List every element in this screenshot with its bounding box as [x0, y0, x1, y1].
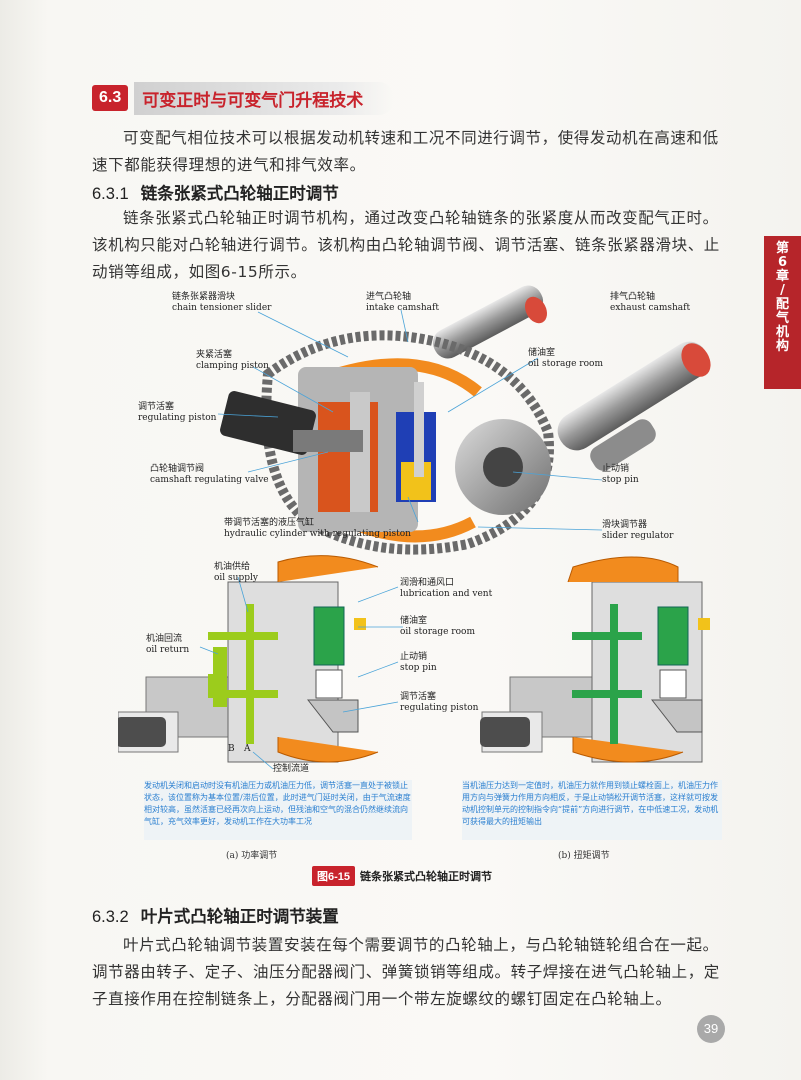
caption-torque-regulation: 当机油压力达到一定值时，机油压力就作用到锁止螺栓面上，机油压力作用方向与弹簧力作…: [462, 780, 722, 840]
leader-lines: [217, 309, 603, 531]
subcaption-b: (b) 扭矩调节: [558, 851, 610, 861]
chapter-side-tab: 第 6 章 / 配 气 机 构: [764, 236, 801, 389]
caption-power-regulation: 发动机关闭和启动时没有机油压力或机油压力低，调节活塞一直处于被锁止状态，该位置称…: [144, 780, 412, 840]
label-b: B: [228, 744, 235, 754]
exhaust-camshaft: [557, 341, 711, 471]
regulating-valve: [220, 391, 363, 455]
paragraph-1: 链条张紧式凸轮轴正时调节机构，通过改变凸轮轴链条的张紧度从而改变配气正时。该机构…: [92, 209, 720, 281]
chain-and-sprockets: [261, 330, 554, 555]
subcaption-a: (a) 功率调节: [226, 851, 278, 861]
subsection-number: 6.3.1: [92, 185, 129, 203]
mechanism-illustration: [118, 285, 711, 770]
tab-char: 第: [775, 241, 789, 256]
schematic-b: [480, 556, 710, 763]
subsection-title: 叶片式凸轮轴正时调节装置: [140, 907, 339, 926]
figure-caption: 图6-15 链条张紧式凸轮轴正时调节: [312, 866, 492, 886]
subsection-heading-2: 6.3.2 叶片式凸轮轴正时调节装置: [92, 903, 339, 927]
leader-lines-lower: [199, 576, 403, 770]
tab-char: 构: [775, 339, 789, 354]
subsection-title: 链条张紧式凸轮轴正时调节: [140, 184, 339, 203]
label-control-channel: 控制流道: [273, 764, 310, 774]
tab-char: 章: [775, 269, 789, 284]
tab-char: 机: [775, 325, 789, 340]
section-number: 6.3: [92, 85, 129, 111]
section-heading: 6.3 可变正时与可变气门升程技术: [92, 81, 394, 115]
section-title: 可变正时与可变气门升程技术: [134, 81, 394, 115]
page-number: 39: [697, 1015, 725, 1043]
subsection-number: 6.3.2: [92, 908, 129, 926]
label-a: A: [244, 744, 251, 754]
intro-paragraph: 可变配气相位技术可以根据发动机转速和工况不同进行调节，使得发动机在高速和低速下都…: [92, 129, 719, 174]
intake-camshaft: [432, 285, 548, 359]
tab-char: 气: [775, 311, 789, 326]
schematic-a: [118, 555, 379, 763]
figure-title: 链条张紧式凸轮轴正时调节: [360, 870, 493, 883]
subsection-heading-1: 6.3.1 链条张紧式凸轮轴正时调节: [92, 180, 339, 204]
tab-char: 配: [775, 297, 789, 312]
tab-char: 6: [777, 255, 788, 270]
tab-separator: /: [780, 283, 785, 298]
figure-number: 图6-15: [312, 866, 356, 886]
paragraph-2: 叶片式凸轮轴调节装置安装在每个需要调节的凸轮轴上，与凸轮轴链轮组合在一起。调节器…: [92, 936, 720, 1008]
